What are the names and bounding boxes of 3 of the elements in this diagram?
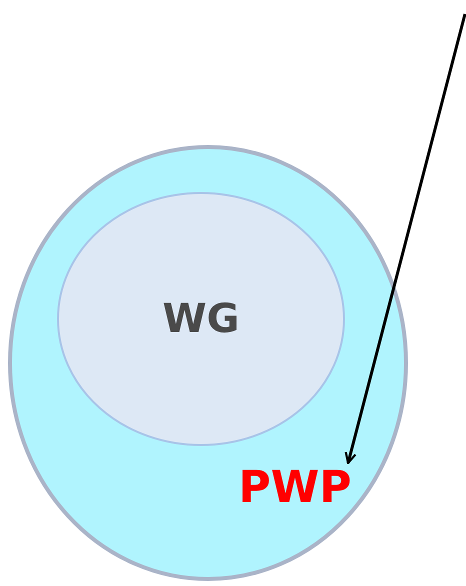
node-label: WG	[162, 297, 240, 341]
arrow	[344, 14, 466, 464]
node-label: PWP	[238, 464, 352, 512]
